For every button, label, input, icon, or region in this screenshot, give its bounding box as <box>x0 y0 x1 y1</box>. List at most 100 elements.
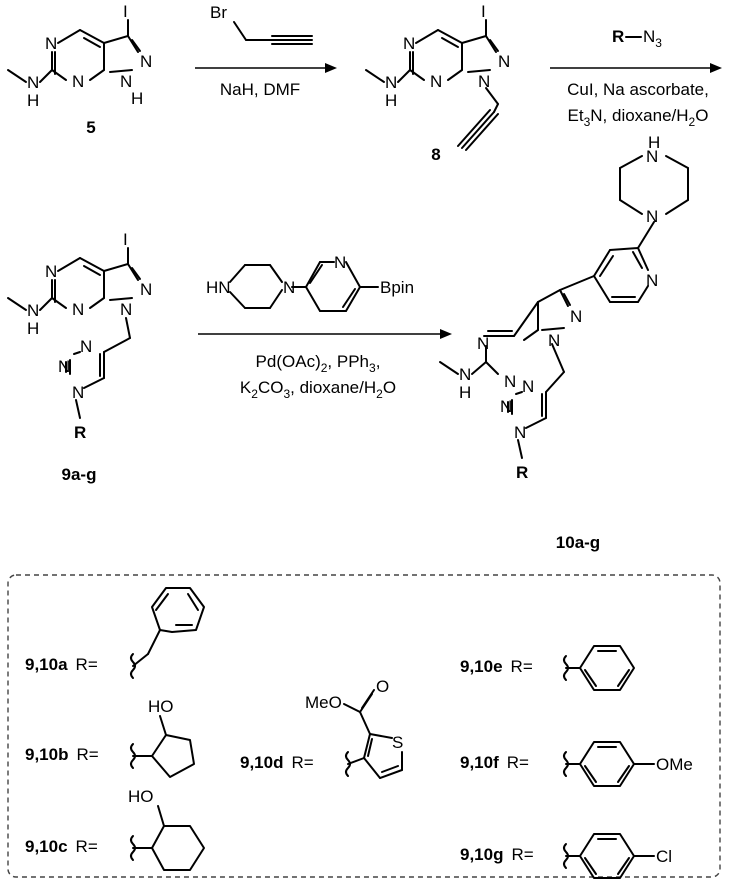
azide-n-symbol: N <box>643 27 655 46</box>
substituent-id: 9,10d <box>240 753 283 772</box>
h2-subscript: 2 <box>376 387 383 401</box>
hydroxyl-label: HO <box>148 697 174 716</box>
co-subscript: 3 <box>283 387 290 401</box>
atom-n: N <box>478 72 490 91</box>
atom-h: H <box>385 91 397 110</box>
hydroxyl-label: HO <box>128 787 154 806</box>
conditions-step1: NaH, DMF <box>220 80 300 99</box>
atom-n: N <box>548 331 560 350</box>
dioxane-text: , dioxane/H <box>290 378 376 397</box>
atom-n: N <box>72 72 84 91</box>
conditions-step2-line1: CuI, Na ascorbate, <box>567 80 709 99</box>
atom-n: N <box>522 377 534 396</box>
compound-5-structure: N N I N N H N H <box>7 2 152 110</box>
atom-n: N <box>72 300 84 319</box>
atom-nh: N <box>646 147 658 166</box>
atom-n: N <box>570 307 582 326</box>
r-equals: R= <box>76 837 98 856</box>
atom-hn: HN <box>206 278 231 297</box>
r-equals: R= <box>511 845 533 864</box>
bpin-label: Bpin <box>380 278 414 297</box>
atom-h: H <box>459 383 471 402</box>
atom-n: N <box>403 34 415 53</box>
atom-n: N <box>120 72 132 91</box>
substituent-id: 9,10c <box>25 837 68 856</box>
boronate-reagent-structure: HN N N Bpin <box>206 253 414 312</box>
et-subscript: 3 <box>584 115 591 129</box>
et-text: Et <box>568 106 584 125</box>
propargyl-bond <box>233 21 247 41</box>
k-text: K <box>240 378 252 397</box>
chloro-label: Cl <box>656 847 672 866</box>
conditions-step3-line1: Pd(OAc)2, PPh3, <box>256 352 381 375</box>
atom-n: N <box>140 52 152 71</box>
atom-h: H <box>648 133 660 152</box>
atom-n: N <box>385 73 397 92</box>
compound-label-5: 5 <box>86 118 95 137</box>
atom-n: N <box>334 253 346 272</box>
atom-n: N <box>646 271 658 290</box>
substituent-c: 9,10c R= HO <box>25 787 205 871</box>
comma-text: , <box>376 352 381 371</box>
o-text: O <box>695 106 708 125</box>
atom-n: N <box>140 280 152 299</box>
atom-n: N <box>120 300 132 319</box>
substituent-id: 9,10f <box>460 753 499 772</box>
substituent-box <box>7 574 721 878</box>
atom-iodine: I <box>123 2 128 21</box>
wavy-bond <box>130 653 136 679</box>
substituent-e: 9,10e R= <box>460 645 635 691</box>
azide-n: N3 <box>643 27 662 50</box>
substituent-label: 9,10c R= <box>25 837 98 856</box>
atom-n: N <box>459 365 471 384</box>
methoxy-label: MeO <box>305 693 342 712</box>
reaction-arrow-1-head <box>325 63 337 73</box>
compound-label-10: 10a-g <box>556 533 600 552</box>
compound-8-structure: N N I N N N H <box>365 2 510 151</box>
atom-n: N <box>80 337 92 356</box>
atom-n: N <box>477 334 489 353</box>
h2-subscript: 2 <box>689 115 696 129</box>
reagent-azide: R <box>612 27 624 46</box>
r-equals: R= <box>511 657 533 676</box>
atom-n: N <box>72 383 84 402</box>
atom-n: N <box>45 262 57 281</box>
methoxy-label: OMe <box>656 755 693 774</box>
atom-r: R <box>516 463 528 482</box>
atom-n: N <box>514 423 526 442</box>
dioxane-text: N, dioxane/H <box>590 106 688 125</box>
compound-9-structure: N N I N N N H N N N R <box>7 230 152 442</box>
atom-n: N <box>646 207 658 226</box>
compound-label-8: 8 <box>431 145 440 164</box>
pd-subscript: 2 <box>321 361 328 375</box>
atom-h: H <box>27 91 39 110</box>
pph-subscript: 3 <box>369 361 376 375</box>
o-text: O <box>383 378 396 397</box>
conditions-step3-line2: K2CO3, dioxane/H2O <box>240 378 396 401</box>
pd-text: Pd(OAc) <box>256 352 321 371</box>
pph-text: , PPh <box>327 352 369 371</box>
substituent-id: 9,10b <box>25 745 68 764</box>
substituent-label: 9,10e R= <box>460 657 533 676</box>
atom-n: N <box>504 372 516 391</box>
atom-n: N <box>27 73 39 92</box>
co-text: CO <box>258 378 284 397</box>
reaction-arrow-3-head <box>440 329 452 339</box>
conditions-step2-line2: Et3N, dioxane/H2O <box>568 106 709 129</box>
atom-n: N <box>430 72 442 91</box>
atom-h: H <box>27 319 39 338</box>
atom-n: N <box>500 397 512 416</box>
atom-n: N <box>45 34 57 53</box>
azide-subscript: 3 <box>655 36 662 50</box>
substituent-id: 9,10e <box>460 657 503 676</box>
compound-label-9: 9a-g <box>62 465 97 484</box>
